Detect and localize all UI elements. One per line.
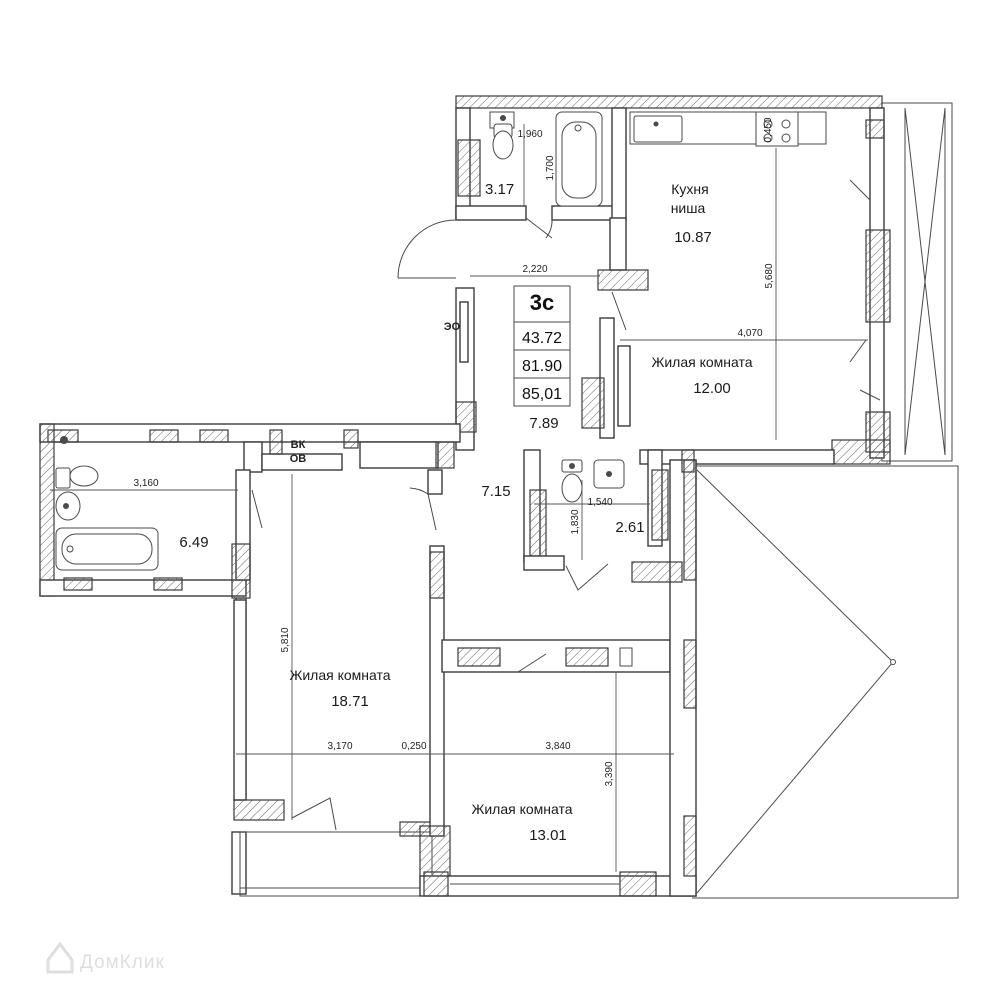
dim-label: 2,220 <box>522 264 547 275</box>
room-area-bathroom-3: 6.49 <box>179 534 208 551</box>
room-area-kitchen: 10.87 <box>674 229 712 246</box>
total-area-value: 81.90 <box>522 358 562 375</box>
dim-label: 3,170 <box>327 741 352 752</box>
dim-label: 4,070 <box>737 328 762 339</box>
dim-label: 5,680 <box>764 263 775 288</box>
room-area-bathroom-2: 2.61 <box>615 519 644 536</box>
room-area-living-2: 18.71 <box>331 693 369 710</box>
dim-label: 5,810 <box>280 627 291 652</box>
dim-label: 1,700 <box>545 155 556 180</box>
room-area-corridor: 7.15 <box>481 483 510 500</box>
loggia <box>881 102 953 462</box>
dim-label: 3,160 <box>133 478 158 489</box>
room-label-kitchen-2: ниша <box>671 200 706 216</box>
dim-label: 1,540 <box>587 497 612 508</box>
room-label-living-1: Жилая комната <box>651 354 752 370</box>
fixtures <box>55 111 827 571</box>
living-area-value: 43.72 <box>522 330 562 347</box>
room-area-hall: 7.89 <box>529 415 558 432</box>
doors <box>251 179 881 831</box>
watermark: ДомКлик <box>46 941 165 974</box>
dim-label: 1,830 <box>570 509 581 534</box>
outer-walls <box>39 95 891 897</box>
dim-label: 0,450 <box>763 117 774 142</box>
heating-marker: ОВ <box>290 453 307 465</box>
apartment-type: 3с <box>530 290 554 315</box>
dim-label: 3,840 <box>545 741 570 752</box>
ventilation-marker: ВК <box>291 439 306 451</box>
dim-label: 1,960 <box>517 129 542 140</box>
room-area-bathroom-1: 3.17 <box>485 181 514 198</box>
room-label-living-2: Жилая комната <box>289 667 390 683</box>
watermark-text: ДомКлик <box>80 952 165 973</box>
dimension-lines <box>50 124 868 872</box>
balcony-large <box>692 465 959 899</box>
house-icon <box>46 941 74 974</box>
summary-box <box>513 285 571 407</box>
room-area-living-3: 13.01 <box>529 827 567 844</box>
room-label-kitchen-1: Кухня <box>671 181 708 197</box>
room-label-living-3: Жилая комната <box>471 801 572 817</box>
dim-label: 3,390 <box>604 761 615 786</box>
electric-panel-marker: ЭО <box>444 321 461 333</box>
dim-label: 0,250 <box>401 741 426 752</box>
room-area-living-1: 12.00 <box>693 380 731 397</box>
total-area-balcony-value: 85,01 <box>522 386 562 403</box>
